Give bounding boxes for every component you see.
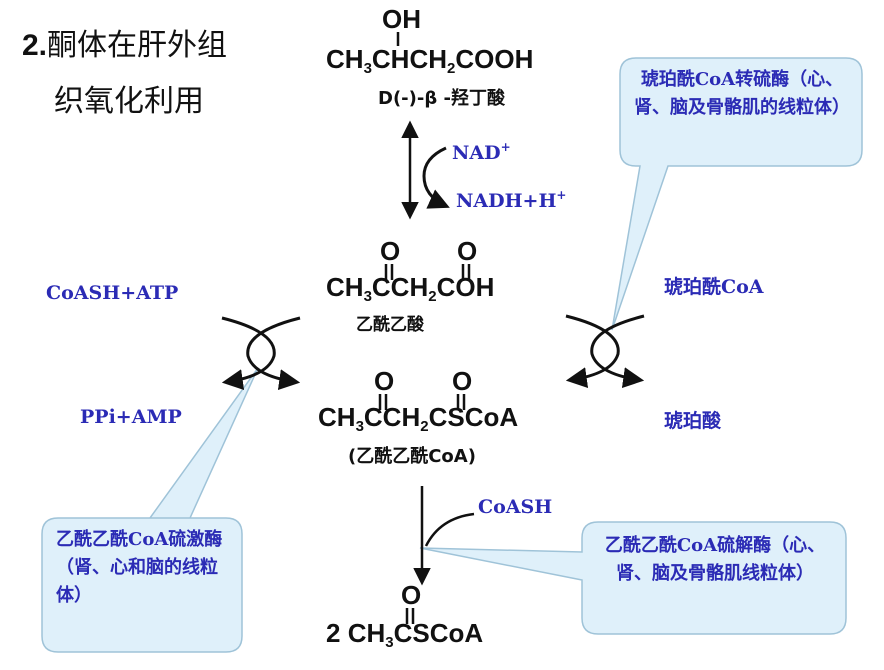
hydroxybutyrate-oh: OH	[382, 4, 421, 34]
acetoacetyl-coa-formula: CH3CCH2CSCoA	[318, 402, 518, 435]
slide-title-line1: 2.酮体在肝外组	[22, 26, 227, 66]
aa-sub-b: 2	[428, 288, 437, 305]
callout-transferase-bubble	[611, 57, 863, 331]
coash-curve	[424, 512, 475, 547]
aac-sub-b: 2	[420, 418, 429, 435]
acetoacetyl-coa-o2: O	[452, 366, 473, 396]
title-number: 2.	[22, 29, 48, 62]
coash-label: CoASH	[478, 496, 553, 518]
coash-atp-label: CoASH+ATP	[46, 282, 179, 304]
carbonyl-bonds	[378, 264, 471, 624]
left-cross-arrow-a	[221, 316, 276, 391]
acetyl-coa-o: O	[401, 580, 422, 610]
aa-formula-a: CH	[326, 272, 364, 302]
aac-formula-c: CSCoA	[428, 402, 519, 432]
callout-transferase-text: 琥珀酰CoA转硫酶（心、肾、脑及骨骼肌的线粒体）	[634, 69, 850, 118]
hydroxybutyrate-name: D(-)-β -羟丁酸	[378, 88, 505, 109]
hb-formula-a: CH	[326, 44, 364, 74]
nad-curve-arrow	[422, 146, 450, 209]
nadh-sup: +	[556, 188, 567, 202]
ac-coef: 2	[326, 618, 341, 648]
aa-formula-c: COH	[436, 272, 495, 302]
acetoacetate-formula: CH3CCH2COH	[326, 272, 494, 305]
title-line1: 酮体在肝外组	[47, 28, 228, 63]
acetoacetyl-coa-name: (乙酰乙酰CoA)	[348, 446, 476, 467]
acetoacetate-o1: O	[380, 236, 401, 266]
nad-text: NAD	[452, 142, 501, 164]
nad-label: NAD+	[452, 140, 511, 164]
ac-formula-a: CH	[347, 618, 386, 648]
title-line2: 织氧化利用	[54, 84, 204, 119]
nadh-text: NADH+H	[456, 190, 557, 212]
nadh-label: NADH+H+	[456, 188, 566, 212]
hb-formula-b: CHCH	[371, 44, 448, 74]
aac-formula-b: CCH	[363, 402, 421, 432]
right-cross-arrow-a	[565, 314, 620, 389]
acetoacetyl-coa-o1: O	[374, 366, 395, 396]
aac-sub-a: 3	[355, 418, 364, 435]
aac-formula-a: CH	[318, 402, 356, 432]
nad-sup: +	[500, 140, 511, 154]
succinyl-coa-label: 琥珀酰CoA	[664, 276, 764, 298]
hb-sub-b: 2	[447, 60, 456, 77]
callout-thiokinase-text: 乙酰乙酰CoA硫激酶（肾、心和脑的线粒体）	[56, 529, 223, 606]
acetoacetate-name: 乙酰乙酸	[356, 315, 424, 335]
left-cross-arrow-b	[246, 316, 301, 391]
ac-formula-b: CSCoA	[393, 618, 484, 648]
acetoacetate-o2: O	[457, 236, 478, 266]
ppi-amp-label: PPi+AMP	[80, 406, 182, 428]
hb-formula-c: COOH	[455, 44, 534, 74]
succinate-label: 琥珀酸	[664, 410, 722, 432]
ac-sub-a: 3	[385, 634, 394, 651]
callout-thiolase-bubble	[419, 521, 847, 635]
callout-thiolase-text: 乙酰乙酰CoA硫解酶（心、肾、脑及骨骼肌线粒体）	[604, 535, 826, 584]
hb-sub-a: 3	[363, 60, 372, 77]
aa-sub-a: 3	[363, 288, 372, 305]
aa-formula-b: CCH	[371, 272, 429, 302]
callout-thiokinase-bubble	[41, 367, 259, 653]
right-cross-arrow-b	[590, 314, 645, 389]
hydroxybutyrate-formula: CH3CHCH2COOH	[326, 44, 533, 77]
acetyl-coa-formula: 2 CH3CSCoA	[326, 618, 483, 651]
